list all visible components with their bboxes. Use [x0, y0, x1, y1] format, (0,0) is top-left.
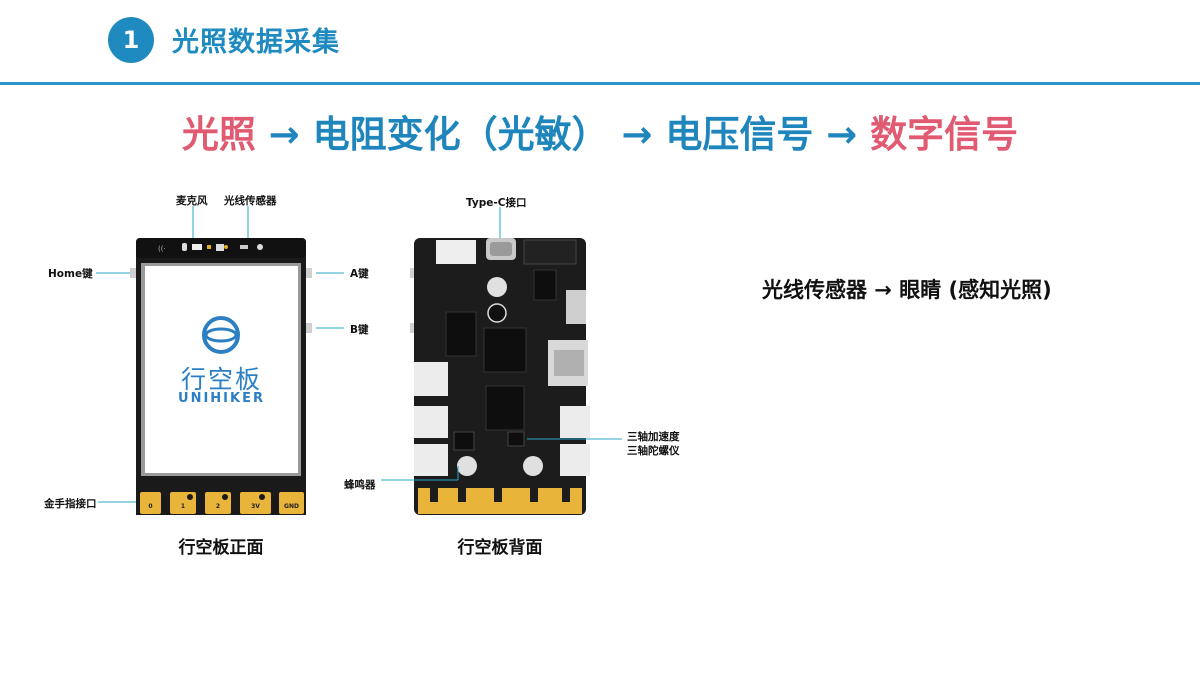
flow-arrow-3: →	[813, 113, 871, 156]
pin-label: GND	[284, 503, 299, 510]
label-b-key: B键	[350, 324, 369, 336]
back-caption: 行空板背面	[457, 538, 543, 558]
sensor-analogy-text: 光线传感器 → 眼睛 (感知光照)	[762, 278, 1052, 302]
unihiker-logo	[202, 316, 240, 354]
pin-label: 1	[180, 503, 186, 510]
front-callout-lines	[96, 206, 344, 503]
logo-chinese-text: 行空板	[180, 365, 262, 394]
section-number-badge: 1	[108, 17, 154, 63]
front-caption: 行空板正面	[178, 538, 264, 558]
label-home-key: Home键	[48, 268, 93, 280]
flow-arrow-1: →	[255, 113, 313, 156]
label-type-c: Type-C接口	[466, 197, 527, 209]
flow-step-voltage: 电压信号	[665, 113, 814, 156]
section-title: 光照数据采集	[172, 27, 340, 58]
label-microphone: 麦克风	[176, 195, 208, 207]
signal-flow-line: 光照 → 电阻变化（光敏） → 电压信号 → 数字信号	[0, 104, 1200, 158]
label-accelerometer: 三轴加速度	[627, 431, 680, 443]
svg-text:((·: ((·	[158, 245, 166, 253]
label-gyroscope: 三轴陀螺仪	[627, 445, 680, 457]
label-buzzer: 蜂鸣器	[344, 479, 376, 491]
flow-step-digital: 数字信号	[870, 113, 1019, 156]
header-divider	[0, 82, 1200, 85]
back-board-image	[410, 238, 590, 515]
light-sensor-icon	[216, 244, 224, 251]
pin-label: 3V	[251, 503, 260, 510]
back-callout-lines	[381, 207, 622, 481]
flow-step-light: 光照	[181, 113, 256, 156]
pin-label: 2	[215, 503, 221, 510]
logo-english-text: UNIHIKER	[178, 391, 265, 406]
flow-step-resistance: 电阻变化（光敏）	[312, 113, 609, 156]
label-gold-finger: 金手指接口	[44, 498, 97, 510]
label-a-key: A键	[350, 268, 369, 280]
label-light-sensor: 光线传感器	[224, 195, 277, 207]
pin-label: 0	[148, 503, 153, 510]
front-board-image: ((·	[130, 238, 312, 515]
microphone-icon	[182, 243, 187, 251]
flow-arrow-2: →	[608, 113, 666, 156]
